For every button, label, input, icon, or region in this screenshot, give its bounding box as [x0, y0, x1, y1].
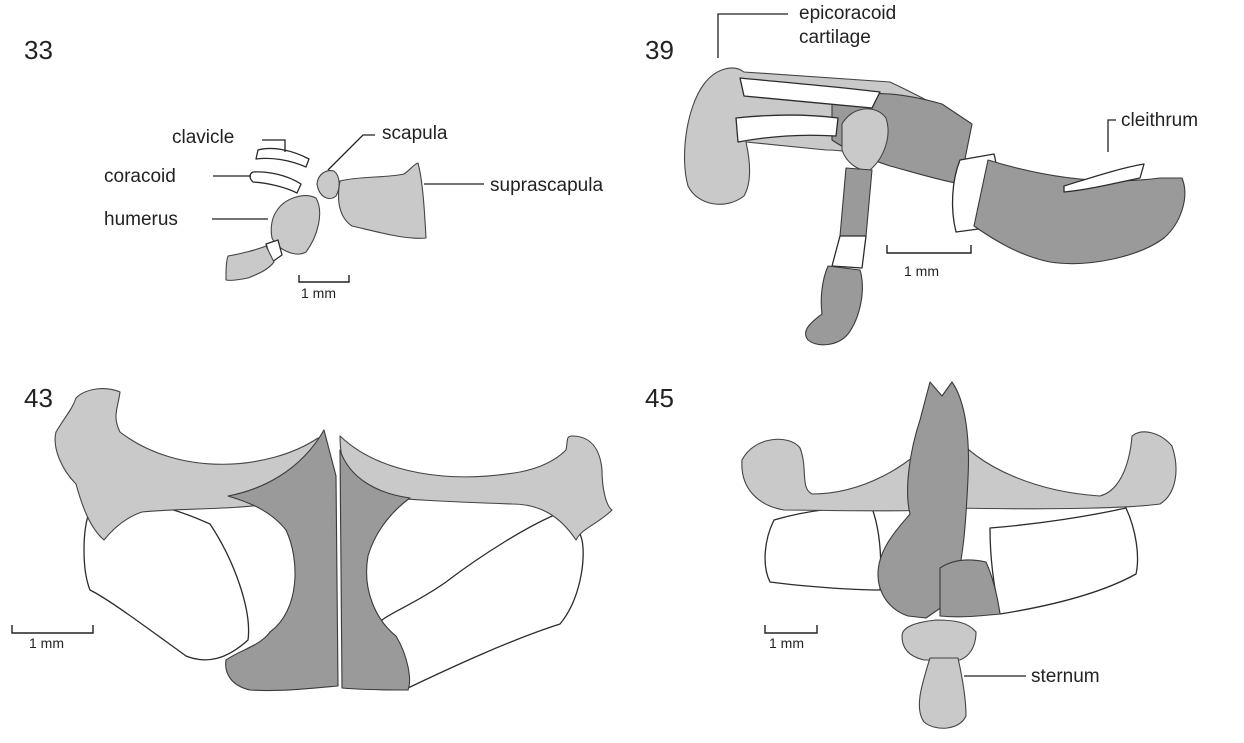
panel-43: 43 1 mm	[12, 383, 612, 691]
clavicle-33	[256, 148, 309, 167]
coracoid-33	[250, 172, 301, 193]
scapula-33	[317, 171, 339, 199]
sternum-stalk-45	[919, 658, 966, 728]
cleithrum-leader	[1108, 120, 1116, 152]
panel-39: 39 epicoracoid cartilage cleithrum 1 mm	[645, 3, 1198, 345]
coracoid-wedge-45	[940, 560, 1000, 617]
scapula-label: scapula	[382, 123, 448, 144]
scapula-leader	[328, 135, 375, 170]
humerus-33-distal	[226, 246, 274, 280]
scale-label-39: 1 mm	[904, 263, 939, 279]
humerus-shaft-39	[840, 168, 872, 236]
panel-45-number: 45	[645, 383, 674, 413]
humerus-bone-39	[832, 236, 866, 268]
epicoracoid-label-line1: epicoracoid	[799, 3, 896, 24]
panel-33: 33 clavicle scapula coracoid suprascapul…	[24, 35, 603, 301]
coracoid-label: coracoid	[104, 166, 176, 187]
humerus-label: humerus	[104, 209, 178, 230]
scale-label-43: 1 mm	[29, 635, 64, 651]
clavicle-label: clavicle	[172, 127, 234, 148]
sternum-plate-45	[902, 620, 976, 660]
epicoracoid-leader	[718, 14, 788, 58]
panel-45: 45 sternum 1 mm	[645, 382, 1176, 728]
scale-bar-45	[765, 625, 817, 633]
panel-33-number: 33	[24, 35, 53, 65]
coracoid-right-43	[382, 512, 583, 688]
epicoracoid-label-line2: cartilage	[799, 27, 871, 48]
coracoid-left-45	[765, 508, 881, 591]
epicoracoid-right-45	[950, 430, 1176, 509]
suprascapula-39	[974, 160, 1185, 264]
cleithrum-label: cleithrum	[1121, 110, 1198, 131]
suprascapula-33	[339, 163, 427, 238]
panel-39-number: 39	[645, 35, 674, 65]
humerus-distal-39	[806, 266, 863, 345]
suprascapula-label: suprascapula	[490, 175, 603, 196]
scale-label-33: 1 mm	[301, 285, 336, 301]
scale-bar-39	[887, 245, 971, 253]
scale-bar-33	[299, 275, 349, 282]
scale-label-45: 1 mm	[769, 635, 804, 651]
panel-43-number: 43	[24, 383, 53, 413]
coracoid-right-45	[990, 508, 1138, 614]
sternum-label: sternum	[1031, 666, 1100, 687]
scale-bar-43	[12, 625, 93, 633]
